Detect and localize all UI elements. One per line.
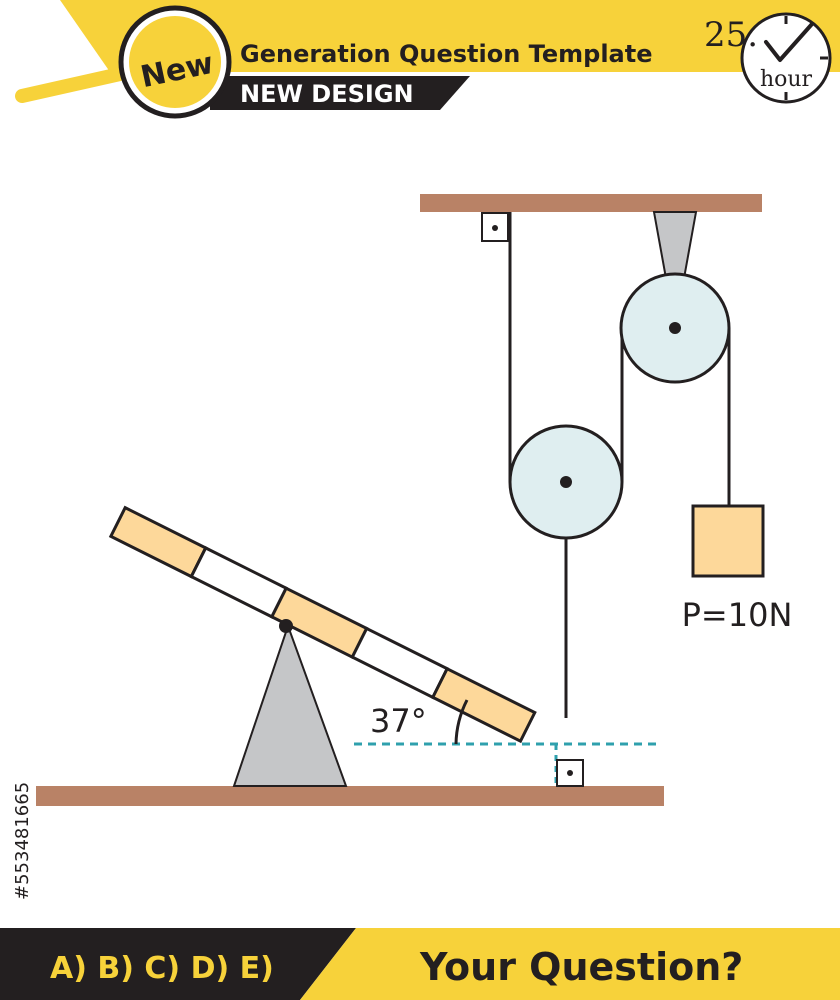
weight-block bbox=[691, 504, 765, 578]
magnifier-handle bbox=[15, 67, 127, 103]
right-angle-dot bbox=[492, 225, 498, 231]
header-black-band bbox=[210, 76, 470, 110]
header-title: Generation Question Template bbox=[240, 40, 653, 68]
timer-clock-icon bbox=[740, 12, 832, 104]
header: New Generation Question Template NEW DES… bbox=[15, 0, 840, 119]
side-id: #553481665 bbox=[12, 782, 33, 900]
fulcrum-support bbox=[232, 622, 348, 787]
timer-value: 25. bbox=[704, 15, 758, 55]
pulley-hanger bbox=[652, 211, 698, 329]
plank-segment bbox=[189, 545, 289, 619]
weight-label: P=10N bbox=[682, 596, 793, 634]
angle-arc bbox=[454, 699, 469, 745]
header-yellow-band bbox=[60, 0, 840, 72]
ground-beam bbox=[36, 786, 664, 806]
footer: A) B) C) D) E) Your Question? bbox=[0, 928, 840, 1000]
checkmark-icon bbox=[764, 22, 814, 62]
ceiling-beam bbox=[420, 194, 762, 212]
movable-pulley-axle bbox=[560, 476, 572, 488]
inclined-plank bbox=[108, 505, 537, 744]
footer-yellow-band bbox=[300, 928, 840, 1000]
angle-label: 37° bbox=[370, 702, 427, 740]
right-angle-dot-ground bbox=[567, 770, 573, 776]
plank-segment bbox=[108, 505, 208, 579]
footer-black-band bbox=[0, 928, 356, 1000]
question-text: Your Question? bbox=[419, 945, 743, 989]
header-subtitle: NEW DESIGN bbox=[240, 80, 414, 108]
pivot-point bbox=[279, 619, 293, 633]
timer-badge: 25. hour bbox=[704, 12, 832, 104]
fixed-pulley-axle bbox=[669, 322, 681, 334]
plank-segment bbox=[430, 666, 537, 744]
timer-unit: hour bbox=[760, 67, 813, 92]
answer-options: A) B) C) D) E) bbox=[50, 951, 274, 986]
plank-segment bbox=[350, 626, 450, 700]
new-badge bbox=[129, 16, 221, 108]
